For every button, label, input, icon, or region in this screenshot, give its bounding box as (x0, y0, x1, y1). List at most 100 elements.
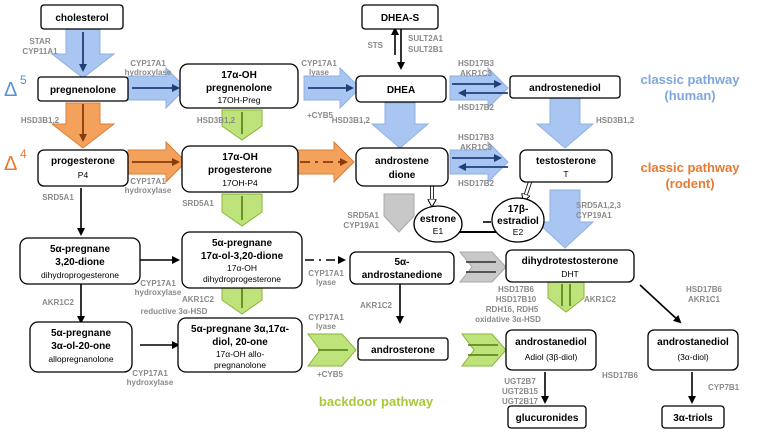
node-label: 5α- (394, 257, 409, 268)
node-label: androstanediol (657, 337, 729, 348)
node-label: DHEA-S (381, 13, 420, 24)
node-label: 17β- (508, 204, 529, 215)
node-abbrev: 17α-OH (227, 263, 257, 273)
node-label: cholesterol (55, 13, 109, 24)
enzyme-label: AKR1C1 (688, 295, 721, 304)
node-dheas: DHEA-S (361, 4, 439, 30)
classic-human-sub: (human) (664, 88, 715, 103)
node-abbrev: T (563, 169, 568, 179)
enzyme-label: CYP17A1 (140, 279, 176, 288)
node-glucuronides: glucuronides (507, 405, 587, 429)
node-label: estrone (420, 214, 457, 225)
enzyme-label: UGT2B7 (504, 377, 536, 386)
node-label: pregnenolone (50, 85, 117, 96)
node-abbrev: 17OH-P4 (222, 178, 258, 188)
node-abbrev: E2 (513, 227, 524, 237)
black-arrows (77, 27, 696, 404)
enzyme-label: AKR1C3 (460, 69, 493, 78)
enzyme-label: SRD5A1 (42, 193, 74, 202)
node-androstanediol-3a: androstanediol (3α-diol) (647, 329, 739, 371)
node-label: 5α-pregnane (51, 328, 111, 339)
node-3a-triols: 3α-triols (661, 405, 725, 429)
enzyme-label: HSD17B10 (496, 295, 537, 304)
enzyme-label: hydroxylase (135, 288, 182, 297)
enzyme-label: HSD17B2 (458, 103, 495, 112)
enzyme-label: AKR1C3 (460, 143, 493, 152)
enzyme-label: CYP17A1 (130, 59, 166, 68)
node-pregnenolone: pregnenolone (37, 76, 129, 102)
node-label: 17α-OH (221, 70, 257, 81)
enzyme-label: HSD17B6 (686, 285, 723, 294)
node-label-line2: estradiol (497, 216, 539, 227)
gray-chevron-1 (383, 193, 415, 233)
node-abbrev: P4 (78, 170, 89, 180)
node-label: androsterone (371, 345, 435, 356)
node-17oh-progesterone: 17α-OH progesterone 17OH-P4 (181, 145, 299, 193)
reaction-lines (79, 32, 571, 356)
node-label: dihydrotestosterone (522, 256, 619, 267)
enzyme-label: AKR1C2 (360, 301, 393, 310)
node-abbrev: E1 (433, 226, 444, 236)
delta-4-label: Δ 4 (4, 147, 27, 175)
blue-arrow-dhea-adione (370, 102, 430, 149)
enzyme-label: CYP19A1 (576, 211, 612, 220)
node-label: DHEA (387, 85, 415, 96)
node-androstenedione: androstene dione (355, 147, 449, 187)
enzyme-label: SRD5A1,2,3 (576, 201, 621, 210)
node-label-line2: 3,20-dione (55, 257, 105, 268)
node-label: glucuronides (516, 413, 579, 424)
node-17oh-pregnenolone: 17α-OH pregnenolone 17OH-Preg (179, 63, 299, 109)
blue-arrow-testo-dht (535, 189, 595, 249)
enzyme-label: hydroxylase (125, 186, 172, 195)
node-label-line2: pregnenolone (206, 83, 273, 94)
node-label: 17α-OH (222, 152, 258, 163)
node-androstanedione: 5α- androstanedione (349, 251, 455, 285)
enzyme-label: RDH16, RDH5 (486, 305, 539, 314)
enzyme-label: CYP17A1 (132, 369, 168, 378)
enzyme-label: SULT2A1 (408, 34, 444, 43)
enzyme-label: HSD3B1,2 (21, 116, 60, 125)
node-label: 5α-pregnane (50, 244, 110, 255)
enzyme-label: HSD17B2 (458, 179, 495, 188)
node-label-line2: androstanedione (362, 270, 443, 281)
backdoor-pathway-label: backdoor pathway (319, 394, 434, 409)
node-cholesterol: cholesterol (40, 4, 124, 30)
enzyme-label: oxidative 3α-HSD (475, 315, 541, 324)
node-androsterone: androsterone (357, 337, 449, 361)
node-label: 5α-pregnane 3α,17α- (191, 324, 289, 335)
enzyme-label: CYP19A1 (343, 221, 379, 230)
enzyme-label: lyase (316, 278, 337, 287)
node-label: androstanediol (515, 337, 587, 348)
enzyme-label: AKR1C2 (42, 298, 75, 307)
node-label: 3α-triols (673, 413, 713, 424)
node-abbrev: Adiol (3β-diol) (525, 352, 578, 362)
node-testosterone: testosterone T (519, 149, 613, 183)
enzyme-labels: STAR CYP11A1 CYP17A1 hydroxylase CYP17A1… (21, 34, 740, 406)
node-abbrev: dihydroprogesterone (41, 270, 119, 280)
enzyme-label: HSD3B1,2 (332, 116, 371, 125)
node-label: androstene (375, 156, 429, 167)
node-label-line2: diol, 20-one (212, 337, 268, 348)
node-label: androstenediol (529, 83, 601, 94)
enzyme-label: reductive 3α-HSD (141, 307, 208, 316)
svg-text:4: 4 (20, 147, 27, 161)
node-abbrev: 17OH-Preg (218, 95, 261, 105)
enzyme-label: UGT2B15 (502, 387, 539, 396)
enzyme-label: +CYB5 (307, 111, 334, 120)
node-estradiol: 17β- estradiol E2 (491, 197, 545, 243)
enzyme-label: hydroxylase (125, 68, 172, 77)
node-abbrev: 17α-OH allo- (216, 349, 265, 359)
node-label-line2: 3α-ol-20-one (51, 341, 111, 352)
enzyme-label: CYP11A1 (22, 47, 58, 56)
svg-text:Δ: Δ (4, 153, 17, 175)
enzyme-label: HSD3B1,2 (596, 116, 635, 125)
enzyme-label: STS (367, 41, 383, 50)
node-androstenediol: androstenediol (509, 75, 621, 99)
node-label-line2: 17α-ol-3,20-dione (201, 251, 284, 262)
node-progesterone: progesterone P4 (37, 149, 129, 187)
enzyme-label: HSD3B1,2 (197, 116, 236, 125)
node-estrone: estrone E1 (413, 205, 463, 243)
gray-chevron-2 (458, 251, 507, 283)
enzyme-label: CYP17A1 (130, 177, 166, 186)
enzyme-label: CYP17A1 (308, 313, 344, 322)
